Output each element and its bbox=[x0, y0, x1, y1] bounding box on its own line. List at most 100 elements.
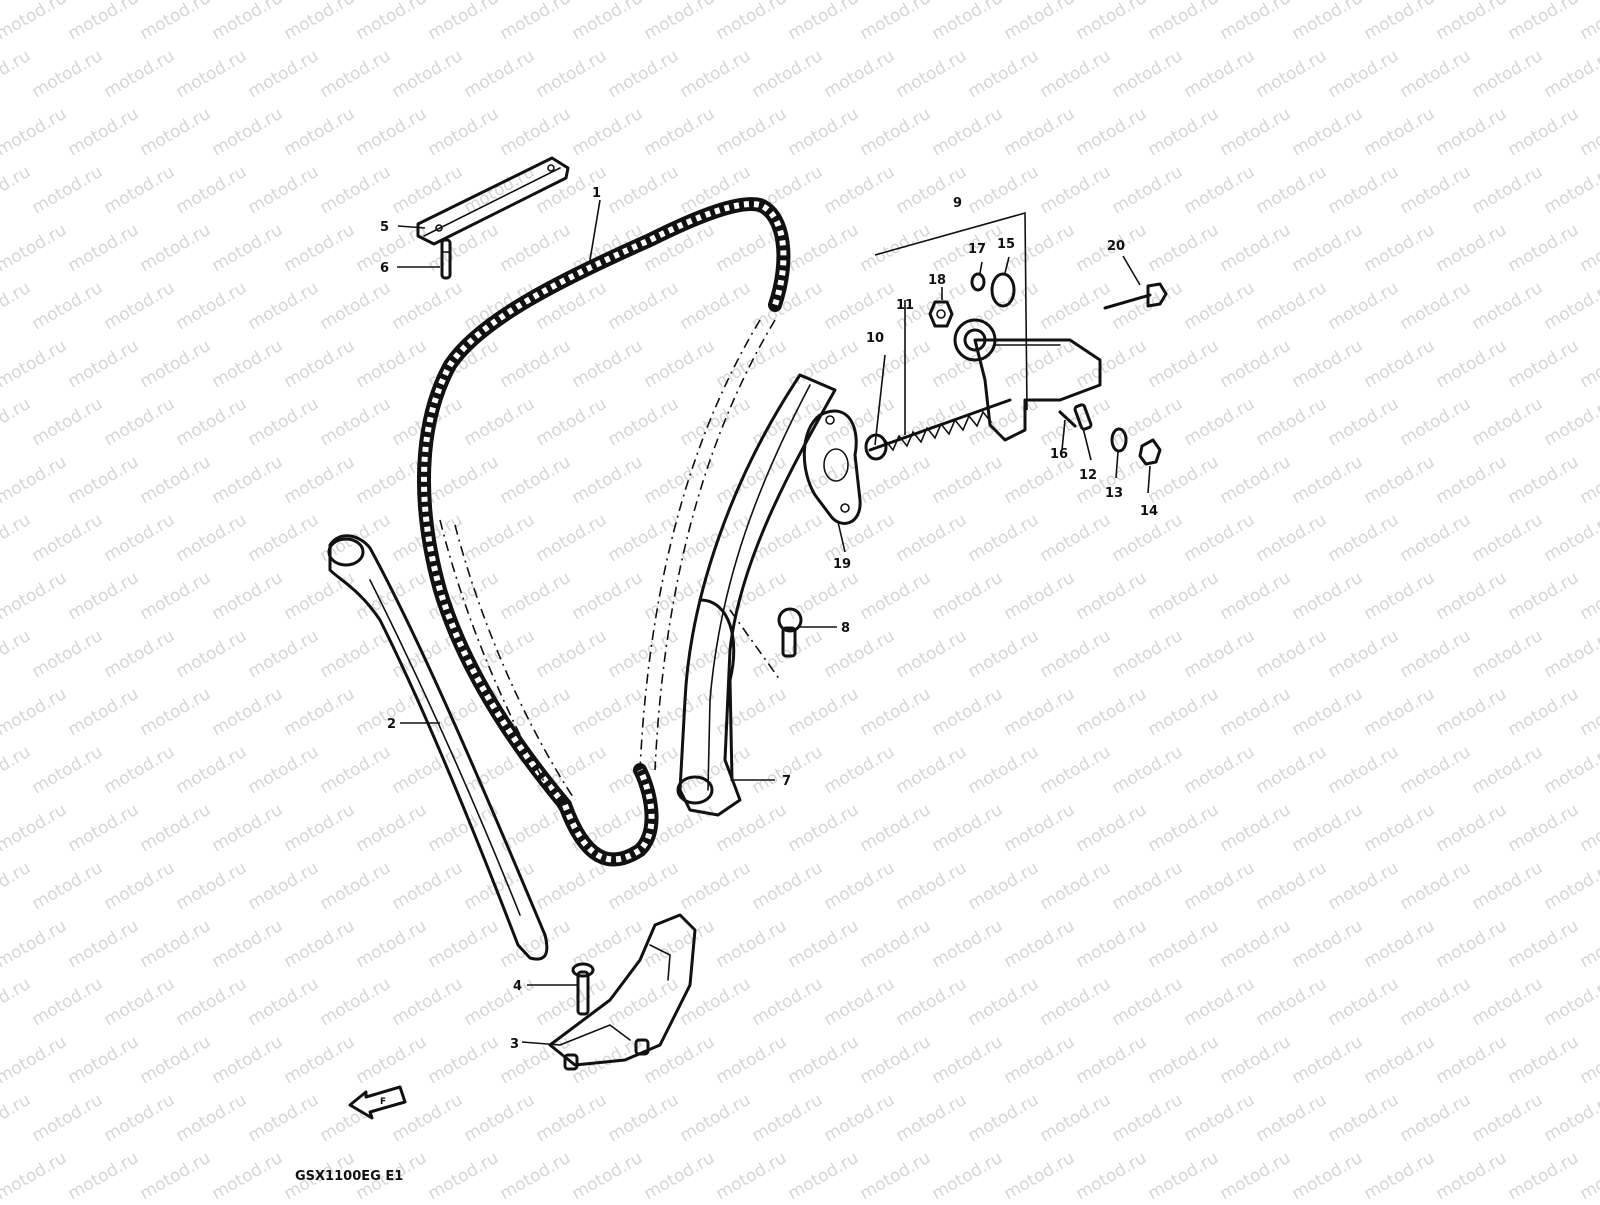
watermark-text: motod.ru bbox=[929, 684, 1007, 740]
watermark-text: motod.ru bbox=[101, 278, 179, 334]
callout-10: 10 bbox=[866, 331, 884, 346]
watermark-text: motod.ru bbox=[173, 1090, 251, 1146]
watermark-text: motod.ru bbox=[1397, 46, 1475, 102]
watermark-text: motod.ru bbox=[65, 1032, 143, 1088]
watermark-text: motod.ru bbox=[497, 452, 575, 508]
watermark-text: motod.ru bbox=[569, 104, 647, 160]
watermark-text: motod.ru bbox=[1217, 1032, 1295, 1088]
watermark-text: motod.ru bbox=[65, 336, 143, 392]
watermark-text: motod.ru bbox=[0, 452, 70, 508]
watermark-text: motod.ru bbox=[137, 1032, 215, 1088]
watermark-text: motod.ru bbox=[1253, 626, 1331, 682]
watermark-text: motod.ru bbox=[245, 858, 323, 914]
watermark-text: motod.ru bbox=[641, 1148, 719, 1200]
watermark-text: motod.ru bbox=[1397, 510, 1475, 566]
watermark-text: motod.ru bbox=[893, 974, 971, 1030]
watermark-text: motod.ru bbox=[245, 1090, 323, 1146]
watermark-text: motod.ru bbox=[1217, 336, 1295, 392]
watermark-text: motod.ru bbox=[1181, 162, 1259, 218]
watermark-text: motod.ru bbox=[929, 916, 1007, 972]
watermark-text: motod.ru bbox=[1217, 0, 1295, 44]
watermark-text: motod.ru bbox=[1433, 0, 1511, 44]
watermark-text: motod.ru bbox=[101, 46, 179, 102]
watermark-text: motod.ru bbox=[1181, 394, 1259, 450]
watermark-text: motod.ru bbox=[713, 684, 791, 740]
watermark-text: motod.ru bbox=[173, 626, 251, 682]
watermark-text: motod.ru bbox=[893, 46, 971, 102]
watermark-text: motod.ru bbox=[569, 1032, 647, 1088]
watermark-text: motod.ru bbox=[1289, 0, 1367, 44]
watermark-text: motod.ru bbox=[1145, 916, 1223, 972]
watermark-text: motod.ru bbox=[0, 626, 34, 682]
watermark-text: motod.ru bbox=[1001, 1148, 1079, 1200]
watermark-text: motod.ru bbox=[1361, 568, 1439, 624]
watermark-text: motod.ru bbox=[1073, 800, 1151, 856]
watermark-text: motod.ru bbox=[245, 162, 323, 218]
watermark-text: motod.ru bbox=[1289, 336, 1367, 392]
watermark-text: motod.ru bbox=[353, 568, 431, 624]
watermark-text: motod.ru bbox=[1073, 1148, 1151, 1200]
watermark-text: motod.ru bbox=[1109, 46, 1187, 102]
leader-lines bbox=[397, 200, 1150, 1045]
watermark-text: motod.ru bbox=[677, 1090, 755, 1146]
watermark-text: motod.ru bbox=[29, 162, 107, 218]
watermark-text: motod.ru bbox=[1505, 336, 1583, 392]
watermark-text: motod.ru bbox=[389, 278, 467, 334]
watermark-text: motod.ru bbox=[605, 510, 683, 566]
watermark-text: motod.ru bbox=[173, 510, 251, 566]
watermark-text: motod.ru bbox=[929, 0, 1007, 44]
watermark-text: motod.ru bbox=[1181, 626, 1259, 682]
watermark-text: motod.ru bbox=[101, 974, 179, 1030]
watermark-text: motod.ru bbox=[1325, 46, 1403, 102]
watermark-text: motod.ru bbox=[1361, 452, 1439, 508]
watermark-text: motod.ru bbox=[641, 104, 719, 160]
watermark-text: motod.ru bbox=[1469, 162, 1547, 218]
watermark-text: motod.ru bbox=[857, 220, 935, 276]
watermark-text: motod.ru bbox=[1541, 162, 1600, 218]
watermark-text: motod.ru bbox=[425, 916, 503, 972]
watermark-text: motod.ru bbox=[965, 742, 1043, 798]
watermark-text: motod.ru bbox=[65, 220, 143, 276]
watermark-text: motod.ru bbox=[677, 46, 755, 102]
watermark-text: motod.ru bbox=[965, 510, 1043, 566]
watermark-text: motod.ru bbox=[29, 510, 107, 566]
watermark-text: motod.ru bbox=[1181, 858, 1259, 914]
watermark-text: motod.ru bbox=[1361, 684, 1439, 740]
watermark-text: motod.ru bbox=[965, 46, 1043, 102]
watermark-text: motod.ru bbox=[1541, 46, 1600, 102]
watermark-text: motod.ru bbox=[1289, 452, 1367, 508]
callout-14: 14 bbox=[1140, 504, 1158, 519]
watermark-text: motod.ru bbox=[605, 858, 683, 914]
watermark-text: motod.ru bbox=[1541, 278, 1600, 334]
watermark-text: motod.ru bbox=[857, 104, 935, 160]
watermark-text: motod.ru bbox=[173, 742, 251, 798]
watermark-text: motod.ru bbox=[173, 974, 251, 1030]
watermark-text: motod.ru bbox=[209, 104, 287, 160]
watermark-text: motod.ru bbox=[749, 858, 827, 914]
watermark-text: motod.ru bbox=[209, 800, 287, 856]
watermark-text: motod.ru bbox=[0, 220, 70, 276]
watermark-text: motod.ru bbox=[497, 1148, 575, 1200]
watermark-text: motod.ru bbox=[137, 800, 215, 856]
watermark-text: motod.ru bbox=[1469, 278, 1547, 334]
watermark-text: motod.ru bbox=[0, 162, 34, 218]
watermark-text: motod.ru bbox=[1145, 800, 1223, 856]
watermark-text: motod.ru bbox=[785, 0, 863, 44]
watermark-text: motod.ru bbox=[137, 568, 215, 624]
watermark-text: motod.ru bbox=[29, 974, 107, 1030]
watermark-text: motod.ru bbox=[1397, 394, 1475, 450]
watermark-text: motod.ru bbox=[1469, 858, 1547, 914]
watermark-text: motod.ru bbox=[821, 162, 899, 218]
watermark-text: motod.ru bbox=[1289, 1032, 1367, 1088]
watermark-text: motod.ru bbox=[893, 858, 971, 914]
watermark-text: motod.ru bbox=[389, 162, 467, 218]
watermark-text: motod.ru bbox=[605, 278, 683, 334]
watermark-text: motod.ru bbox=[1073, 568, 1151, 624]
watermark-text: motod.ru bbox=[1181, 510, 1259, 566]
watermark-text: motod.ru bbox=[209, 1148, 287, 1200]
watermark-text: motod.ru bbox=[281, 452, 359, 508]
watermark-text: motod.ru bbox=[29, 394, 107, 450]
watermark-text: motod.ru bbox=[1073, 336, 1151, 392]
